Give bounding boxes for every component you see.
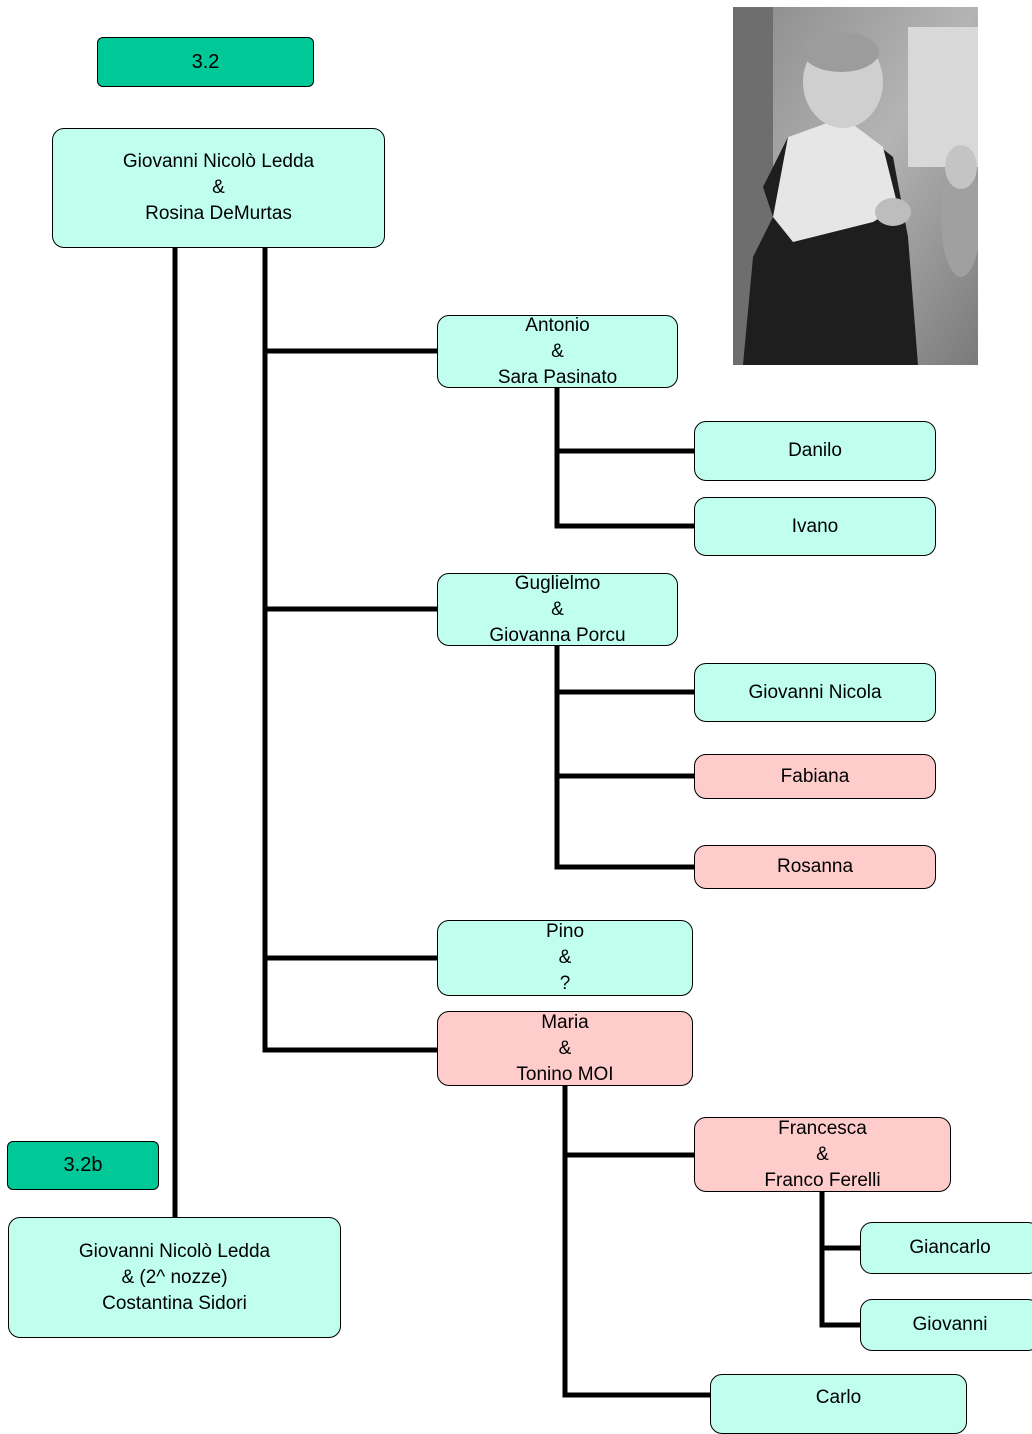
node-line: & (558, 1037, 572, 1059)
node-line: & (816, 1143, 829, 1165)
node-francesca-franco: Francesca & Franco Ferelli (694, 1117, 951, 1192)
node-line: Sara Pasinato (497, 366, 618, 388)
node-line: & (558, 947, 572, 968)
node-giovanni-rosina: Giovanni Nicolò Ledda & Rosina DeMurtas (52, 128, 385, 248)
tag-3-2b: 3.2b (7, 1141, 159, 1190)
node-carlo: Carlo (710, 1374, 967, 1434)
node-line: Guglielmo (514, 572, 601, 594)
node-antonio-sara: Antonio & Sara Pasinato (437, 315, 678, 388)
node-line: Antonio (525, 314, 590, 336)
node-line: & (551, 340, 564, 362)
node-line: Giovanni Nicola (748, 681, 882, 703)
node-fabiana: Fabiana (694, 754, 936, 799)
node-line: Rosanna (776, 856, 854, 877)
node-line: Costantina Sidori (102, 1292, 247, 1314)
tag-3-2-label: 3.2 (191, 50, 220, 73)
node-line: & (551, 598, 564, 620)
node-danilo: Danilo (694, 421, 936, 481)
node-maria-tonino: Maria & Tonino MOI (437, 1011, 693, 1086)
node-line: Giovanni (912, 1314, 988, 1335)
node-giancarlo: Giancarlo (860, 1222, 1032, 1274)
node-line: Maria (541, 1011, 589, 1033)
node-line: ? (559, 973, 571, 994)
node-giovanni-costantina: Giovanni Nicolò Ledda & (2^ nozze) Costa… (8, 1217, 341, 1338)
node-line: & (2^ nozze) (121, 1266, 228, 1288)
node-guglielmo-giovanna: Guglielmo & Giovanna Porcu (437, 573, 678, 646)
node-line: Tonino MOI (516, 1063, 614, 1085)
node-line: Francesca (778, 1117, 867, 1139)
node-line: Giovanni Nicolò Ledda (122, 151, 315, 172)
node-line: Fabiana (780, 765, 850, 787)
tag-3-2b-label: 3.2b (63, 1154, 103, 1176)
node-line: Giovanna Porcu (489, 624, 626, 646)
node-pino: Pino & ? (437, 920, 693, 996)
node-giovanni-nicola: Giovanni Nicola (694, 663, 936, 722)
node-line: Pino (545, 921, 585, 942)
node-line: Giovanni Nicolò Ledda (78, 1240, 271, 1262)
node-rosanna: Rosanna (694, 845, 936, 889)
node-ivano: Ivano (694, 497, 936, 556)
node-line: Danilo (788, 440, 842, 461)
node-line: Rosina DeMurtas (145, 203, 292, 224)
portrait-photo (733, 7, 978, 365)
node-line: Ivano (791, 515, 839, 537)
node-line: Franco Ferelli (764, 1169, 881, 1191)
portrait-image (733, 7, 978, 365)
node-line: Giancarlo (909, 1237, 991, 1258)
node-giovanni: Giovanni (860, 1299, 1032, 1351)
node-line: Carlo (815, 1387, 862, 1408)
tag-3-2: 3.2 (97, 37, 314, 87)
node-line: & (212, 177, 225, 198)
